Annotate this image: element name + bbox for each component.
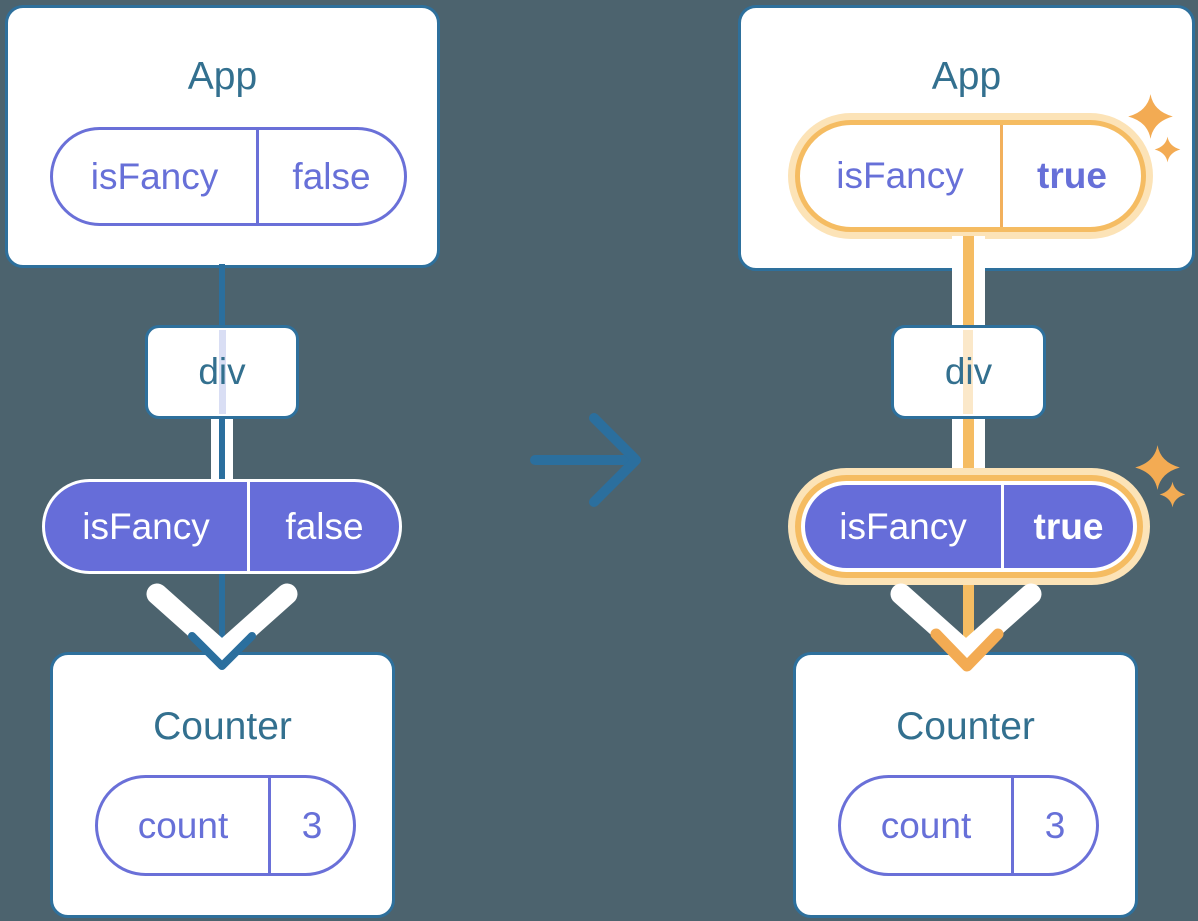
state-pill: count 3 xyxy=(838,775,1099,876)
counter-card-before: Counter count 3 xyxy=(50,652,395,918)
pill-value: true xyxy=(1033,505,1104,547)
pill-value: 3 xyxy=(301,804,323,846)
component-title: App xyxy=(931,55,1002,98)
state-pill: count 3 xyxy=(95,775,356,876)
prop-pill-highlighted: isFancy true xyxy=(795,120,1146,232)
sparkle-icon xyxy=(1128,94,1173,139)
connector-line xyxy=(963,572,974,662)
app-card-after: App isFancy true xyxy=(738,5,1195,271)
transition-arrow-icon xyxy=(530,413,641,507)
connector-line xyxy=(974,417,985,482)
pill-key: isFancy xyxy=(800,125,1003,227)
pill-key: count xyxy=(98,778,271,873)
connector-line xyxy=(219,573,225,662)
pass-down-arrow-icon xyxy=(146,583,298,663)
pill-key: isFancy xyxy=(805,485,1004,568)
div-node-before: div xyxy=(145,325,299,419)
node-label: div xyxy=(944,351,993,392)
connector-line xyxy=(225,417,233,481)
sparkle-icon xyxy=(1159,481,1186,508)
pill-value: false xyxy=(285,505,364,547)
prop-pill: isFancy false xyxy=(50,127,407,226)
connector-line xyxy=(219,264,225,327)
pass-through-line xyxy=(963,330,973,414)
connector-line xyxy=(974,236,985,326)
connector-line xyxy=(211,417,219,481)
sparkle-icon xyxy=(1154,136,1181,163)
app-card-before: App isFancy false xyxy=(5,5,440,268)
state-pill-before: isFancy false xyxy=(42,479,402,574)
connector-line xyxy=(963,236,974,326)
pill-key: isFancy xyxy=(53,130,259,223)
pill-value: 3 xyxy=(1044,804,1066,846)
connector-line xyxy=(219,417,225,481)
connector-line xyxy=(952,236,963,326)
div-node-after: div xyxy=(891,325,1046,419)
component-title: App xyxy=(187,55,258,98)
state-pill-after-highlighted: isFancy true xyxy=(801,481,1137,572)
connector-line xyxy=(963,417,974,482)
counter-card-after: Counter count 3 xyxy=(793,652,1138,918)
connector-line xyxy=(952,417,963,482)
component-title: Counter xyxy=(153,705,292,748)
pill-value: true xyxy=(1037,155,1107,196)
sparkle-icon xyxy=(1135,445,1180,490)
pill-key: isFancy xyxy=(45,482,250,571)
arrowhead-icon xyxy=(930,628,1004,672)
pill-key: count xyxy=(841,778,1014,873)
node-label: div xyxy=(198,351,246,392)
pass-down-arrow-icon xyxy=(890,583,1042,663)
pass-through-line xyxy=(219,330,226,414)
component-title: Counter xyxy=(896,705,1035,748)
arrowhead-icon xyxy=(188,632,256,670)
pill-value: false xyxy=(292,155,371,197)
